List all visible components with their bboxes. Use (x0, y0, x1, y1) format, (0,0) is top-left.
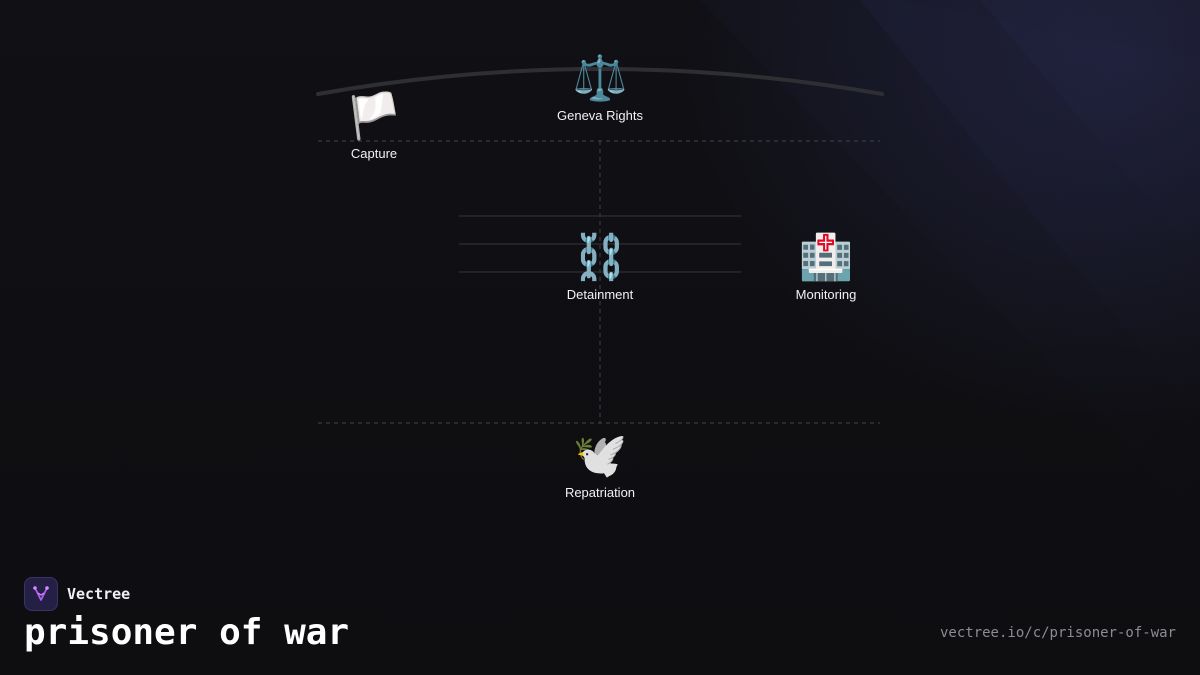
node-label: Repatriation (564, 485, 636, 500)
hospital-icon: 🏥 (798, 232, 854, 283)
white-flag-icon: 🏳️ (346, 91, 402, 142)
node-label: Geneva Rights (557, 108, 643, 123)
node-capture: 🏳️ Capture (304, 92, 444, 162)
scales-icon: ⚖️ (572, 53, 628, 104)
page-title: prisoner of war (24, 612, 350, 653)
node-repatriation: 🕊️ Repatriation (530, 431, 670, 501)
brand-name: Vectree (67, 585, 131, 603)
node-label: Detainment (566, 287, 634, 302)
node-label: Capture (350, 146, 398, 161)
node-detainment: ⛓️ Detainment (530, 233, 670, 303)
node-label: Monitoring (795, 287, 857, 302)
node-geneva-rights: ⚖️ Geneva Rights (530, 54, 670, 124)
chains-icon: ⛓️ (572, 232, 628, 283)
geneva-arc (316, 67, 884, 96)
node-monitoring: 🏥 Monitoring (756, 233, 896, 303)
dove-icon: 🕊️ (572, 430, 628, 481)
brand[interactable]: Vectree (24, 577, 130, 611)
page-url[interactable]: vectree.io/c/prisoner-of-war (939, 625, 1176, 641)
vectree-logo-icon (24, 577, 58, 611)
